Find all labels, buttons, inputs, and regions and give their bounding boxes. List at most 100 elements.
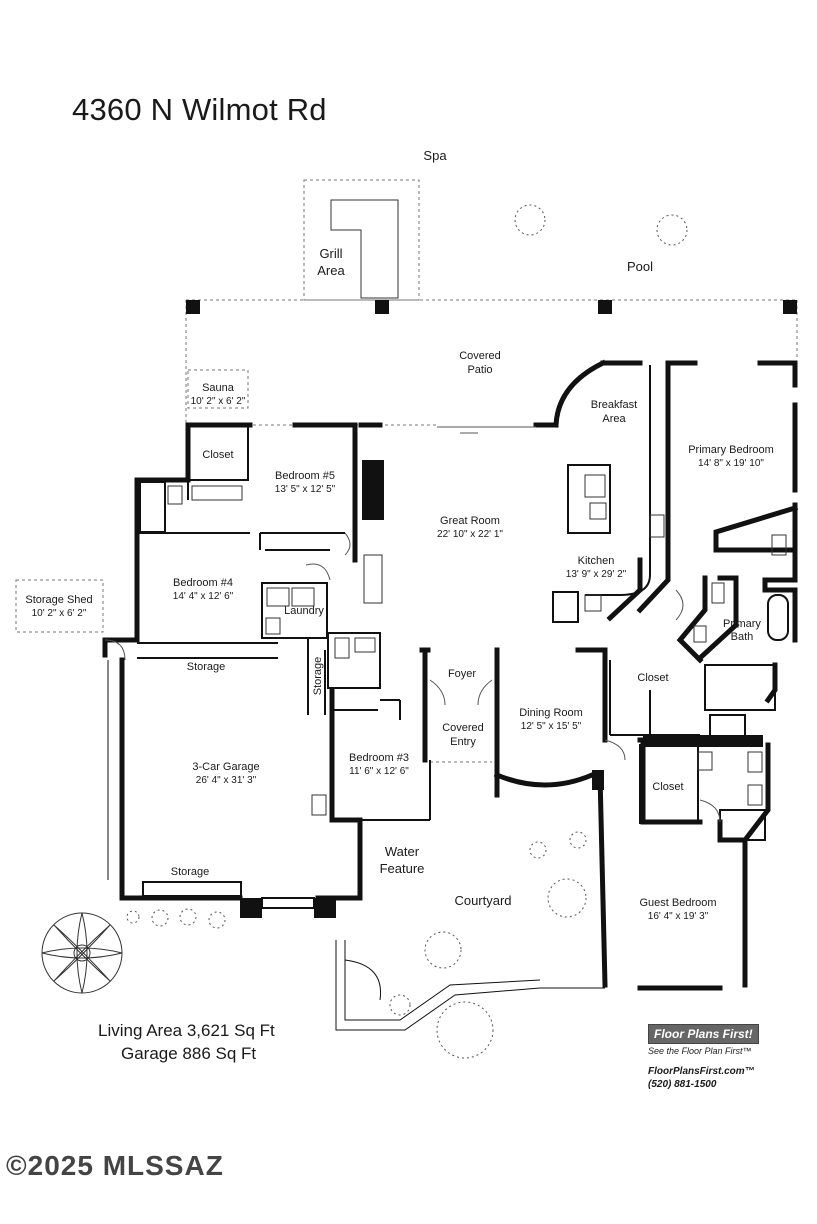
- wall: [606, 557, 643, 622]
- dashed-outlines: [15, 179, 798, 763]
- brand-logo: Floor Plans First!: [648, 1024, 759, 1044]
- garage-name: 3-Car Garage: [192, 761, 259, 773]
- column: [186, 300, 200, 314]
- door-swing: [699, 799, 721, 823]
- storage-vertical-name: Storage: [312, 657, 324, 696]
- breakfast-name-2: Area: [602, 413, 626, 425]
- patio-label-2: Patio: [467, 364, 492, 376]
- fireplace: [362, 460, 384, 520]
- covered-entry-name-2: Entry: [450, 736, 476, 748]
- laundry-partition: [261, 582, 328, 639]
- door-swing: [104, 639, 126, 661]
- wall: [696, 621, 740, 662]
- plant: [436, 1001, 494, 1059]
- fixtures: [167, 474, 787, 816]
- courtyard-wall: [335, 940, 605, 1031]
- sauna-dims: 10' 2" x 6' 2": [191, 396, 246, 407]
- bathtub: [767, 594, 789, 641]
- plant: [126, 910, 140, 924]
- water-label-2: Feature: [380, 861, 425, 876]
- dining-dims: 12' 5" x 15' 5": [521, 721, 582, 732]
- garage-dims: 26' 4" x 31' 3": [196, 775, 257, 786]
- washer: [266, 587, 290, 607]
- bedroom4-dims: 14' 4" x 12' 6": [173, 591, 234, 602]
- plant: [179, 908, 197, 926]
- vanity: [191, 485, 243, 501]
- spa-label: Spa: [423, 148, 447, 163]
- column: [783, 300, 797, 314]
- laundry-name: Laundry: [284, 605, 324, 617]
- plant: [569, 831, 587, 849]
- storage-shed-name: Storage Shed: [25, 594, 92, 606]
- column: [598, 300, 612, 314]
- door-swing: [675, 589, 684, 621]
- plants: [126, 204, 688, 1059]
- door-swing: [305, 563, 331, 581]
- grill-label-1: Grill: [319, 246, 342, 261]
- grill-outline: [303, 179, 420, 301]
- wall: [676, 575, 708, 664]
- bar: [363, 554, 383, 604]
- primary-bath-name-1: Primary: [723, 618, 761, 630]
- plant: [547, 878, 587, 918]
- wall-block: [592, 770, 604, 790]
- guest-shower: [719, 809, 766, 841]
- great-room-name: Great Room: [440, 515, 500, 527]
- door-swing: [604, 739, 626, 761]
- plant: [529, 841, 547, 859]
- wall-block: [240, 898, 262, 918]
- brand-url[interactable]: FloorPlansFirst.com™: [648, 1066, 755, 1077]
- bedroom3-dims: 11' 6" x 12' 6": [349, 766, 409, 777]
- plan-title: 4360 N Wilmot Rd: [72, 92, 327, 127]
- closet-guest-name: Closet: [652, 781, 683, 793]
- tree-leaf: [76, 912, 88, 994]
- toilet: [697, 751, 713, 771]
- tree: [41, 912, 123, 994]
- bedroom4-name: Bedroom #4: [173, 577, 233, 589]
- sauna-name: Sauna: [202, 382, 235, 394]
- kitchen-island: [567, 464, 611, 534]
- garage-area: Garage 886 Sq Ft: [121, 1044, 257, 1063]
- tree-leaf: [53, 924, 111, 982]
- primary-bedroom-name: Primary Bedroom: [688, 444, 774, 456]
- plant: [656, 214, 688, 246]
- plant: [389, 994, 411, 1016]
- wall-blocks: [240, 460, 763, 918]
- door-swing: [477, 679, 493, 706]
- dining-name: Dining Room: [519, 707, 583, 719]
- courtyard-gate-swing: [344, 959, 382, 1001]
- bedroom5-dims: 13' 5" x 12' 5": [275, 484, 336, 495]
- wall-block: [314, 898, 336, 918]
- dryer: [291, 587, 315, 607]
- kitchen-counter: [585, 365, 651, 596]
- room-labels: Sauna 10' 2" x 6' 2" Storage Shed 10' 2"…: [25, 382, 773, 922]
- water-label-1: Water: [385, 844, 420, 859]
- kitchen-dims: 13' 9" x 29' 2": [566, 569, 627, 580]
- bedroom5-name: Bedroom #5: [275, 470, 335, 482]
- utility-sink: [311, 794, 327, 816]
- living-area: Living Area 3,621 Sq Ft: [98, 1021, 275, 1040]
- wall: [762, 577, 798, 593]
- plant: [514, 204, 546, 236]
- brand-phone: (520) 881-1500: [648, 1079, 717, 1090]
- tree-leaf: [41, 947, 123, 959]
- foyer-name: Foyer: [448, 668, 476, 680]
- doors: [104, 426, 721, 823]
- copyright-watermark: ©2025 MLSSAZ: [6, 1150, 224, 1181]
- door-swing: [429, 679, 446, 706]
- garage-storage-shelf: [142, 881, 242, 897]
- great-room-dims: 22' 10" x 22' 1": [437, 529, 503, 540]
- breakfast-bay-wall: [553, 359, 607, 428]
- closet-partition: [187, 424, 249, 481]
- primary-bath-name-2: Bath: [731, 631, 754, 643]
- wall: [717, 742, 771, 843]
- wall: [636, 557, 671, 614]
- shower-west: [139, 481, 166, 533]
- storage-west-name: Storage: [187, 661, 226, 673]
- dining-bay-wall: [493, 771, 596, 788]
- primary-shower: [704, 664, 776, 711]
- tree-center: [73, 944, 91, 962]
- patio-columns: [186, 300, 797, 314]
- tree-leaf: [53, 924, 111, 982]
